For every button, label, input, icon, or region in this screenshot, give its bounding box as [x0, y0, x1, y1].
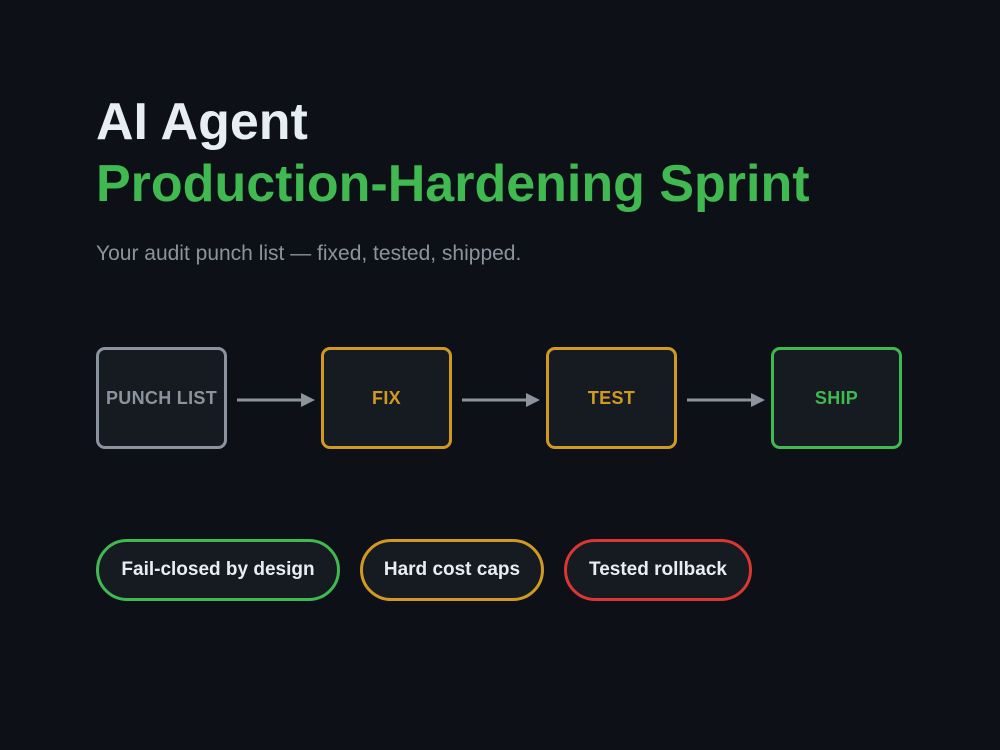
arrow-punch-to-fix [237, 393, 315, 407]
step-fix: FIX [321, 347, 452, 449]
title-line-1: AI Agent [96, 93, 308, 151]
badge-cost-caps: Hard cost caps [360, 539, 544, 601]
step-ship: SHIP [771, 347, 902, 449]
arrow-fix-to-test [462, 393, 540, 407]
arrow-test-to-ship [687, 393, 765, 407]
subtitle: Your audit punch list — fixed, tested, s… [96, 242, 522, 265]
step-test: TEST [546, 347, 677, 449]
badge-fail-closed: Fail-closed by design [96, 539, 340, 601]
step-punch-list: PUNCH LIST [96, 347, 227, 449]
title-line-2: Production-Hardening Sprint [96, 155, 810, 213]
badge-rollback: Tested rollback [564, 539, 752, 601]
